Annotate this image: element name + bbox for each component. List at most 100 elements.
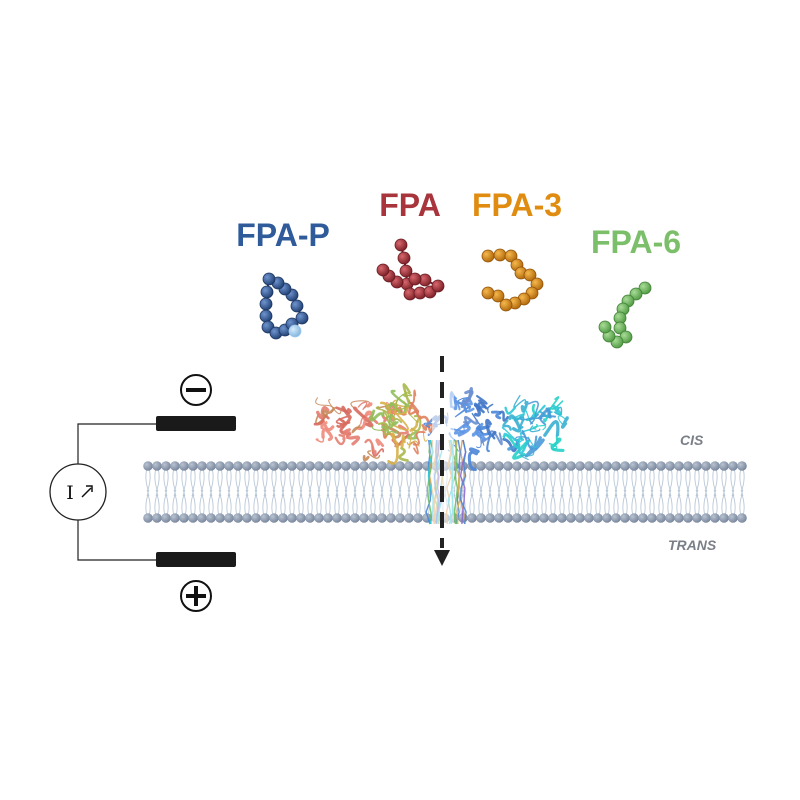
protein-ribbon bbox=[475, 429, 487, 441]
lipid-head bbox=[341, 513, 351, 523]
lipid-tail bbox=[471, 489, 475, 515]
lipid-head bbox=[404, 513, 414, 523]
lipid-head bbox=[323, 461, 333, 471]
lipid-head bbox=[512, 513, 522, 523]
lipid-tail bbox=[633, 489, 637, 515]
lipid-tail bbox=[705, 489, 709, 515]
lipid-tail bbox=[336, 489, 340, 515]
lipid-head bbox=[341, 461, 351, 471]
lipid-head bbox=[494, 513, 504, 523]
lipid-head bbox=[557, 513, 567, 523]
amino-acid-bead bbox=[408, 272, 422, 286]
minus-icon bbox=[186, 388, 206, 392]
protein-ribbon bbox=[402, 391, 413, 398]
lipid-head bbox=[287, 513, 297, 523]
lipid-head bbox=[368, 513, 378, 523]
protein-ribbon bbox=[490, 410, 502, 420]
lipid-head bbox=[485, 461, 495, 471]
lipid-head bbox=[206, 513, 216, 523]
protein-ribbon bbox=[313, 414, 330, 426]
protein-ribbon bbox=[390, 389, 411, 408]
protein-ribbon bbox=[557, 415, 566, 425]
peptide-label-fpa-6: FPA-6 bbox=[591, 224, 681, 260]
lipid-head bbox=[314, 513, 324, 523]
protein-ribbon bbox=[371, 444, 385, 457]
lipid-tail bbox=[174, 489, 178, 515]
lipid-tail bbox=[390, 489, 394, 515]
protein-ribbon bbox=[517, 437, 529, 455]
lipid-tail bbox=[606, 489, 610, 515]
lipid-tail bbox=[201, 489, 205, 515]
lipid-head bbox=[188, 513, 198, 523]
lipid-head bbox=[242, 461, 252, 471]
lipid-head bbox=[503, 513, 513, 523]
protein-ribbon bbox=[407, 389, 417, 405]
lipid-tail bbox=[453, 489, 457, 515]
protein-ribbon bbox=[400, 434, 406, 448]
lipid-tail bbox=[534, 489, 538, 515]
protein-ribbon bbox=[398, 446, 409, 462]
peptide-label-fpa: FPA bbox=[379, 187, 441, 223]
lipid-head bbox=[395, 461, 405, 471]
amino-acid-bead bbox=[290, 299, 304, 313]
protein-ribbon bbox=[351, 424, 363, 434]
lipid-tail bbox=[579, 489, 583, 515]
lipid-head bbox=[665, 461, 675, 471]
protein-ribbon bbox=[385, 401, 407, 411]
lipid-tail bbox=[678, 489, 682, 515]
lipid-head bbox=[602, 461, 612, 471]
protein-ribbon bbox=[529, 425, 541, 433]
amino-acid-bead bbox=[259, 309, 273, 323]
lipid-tail bbox=[228, 489, 232, 515]
protein-ribbon bbox=[375, 406, 390, 418]
lipid-head bbox=[143, 513, 153, 523]
lipid-head bbox=[656, 513, 666, 523]
protein-ribbon bbox=[364, 438, 377, 456]
lipid-head bbox=[296, 513, 306, 523]
protein-ribbon bbox=[387, 415, 397, 429]
lipid-head bbox=[215, 513, 225, 523]
lipid-tail bbox=[543, 489, 547, 515]
lipid-head bbox=[719, 461, 729, 471]
protein-ribbon bbox=[543, 420, 560, 437]
protein-ribbon bbox=[390, 432, 397, 444]
protein-ribbon bbox=[395, 397, 400, 410]
circuit-wire bbox=[77, 423, 158, 561]
protein-ribbon bbox=[485, 418, 497, 437]
protein-ribbon bbox=[381, 423, 402, 439]
lipid-tail bbox=[516, 489, 520, 515]
lipid-head bbox=[521, 513, 531, 523]
protein-ribbon bbox=[408, 403, 420, 416]
protein-ribbon bbox=[379, 401, 396, 420]
lipid-head bbox=[530, 513, 540, 523]
lipid-tail bbox=[246, 489, 250, 515]
protein-ribbon bbox=[357, 401, 368, 410]
amino-acid-bead bbox=[481, 286, 495, 300]
lipid-head bbox=[377, 513, 387, 523]
protein-ribbon bbox=[406, 440, 420, 447]
protein-ribbon bbox=[315, 437, 325, 443]
amino-acid-bead bbox=[638, 281, 652, 295]
protein-ribbon bbox=[560, 416, 569, 429]
lipid-head bbox=[620, 461, 630, 471]
protein-ribbon bbox=[335, 406, 352, 415]
lipid-tail bbox=[417, 489, 421, 515]
protein-ribbon bbox=[362, 455, 370, 462]
amino-acid-bead bbox=[295, 311, 309, 325]
lipid-head bbox=[566, 513, 576, 523]
protein-ribbon bbox=[473, 403, 482, 417]
lipid-head bbox=[710, 513, 720, 523]
lipid-head bbox=[152, 461, 162, 471]
lipid-head bbox=[269, 461, 279, 471]
lipid-tail bbox=[291, 489, 295, 515]
amino-acid-bead bbox=[499, 298, 513, 312]
lipid-tail bbox=[192, 489, 196, 515]
protein-ribbon bbox=[321, 427, 334, 442]
lipid-head bbox=[683, 513, 693, 523]
lipid-tail bbox=[300, 489, 304, 515]
lipid-tail bbox=[354, 489, 358, 515]
protein-ribbon bbox=[463, 415, 479, 426]
lipid-tail bbox=[345, 489, 349, 515]
lipid-heads bbox=[143, 461, 747, 523]
lipid-head bbox=[575, 461, 585, 471]
